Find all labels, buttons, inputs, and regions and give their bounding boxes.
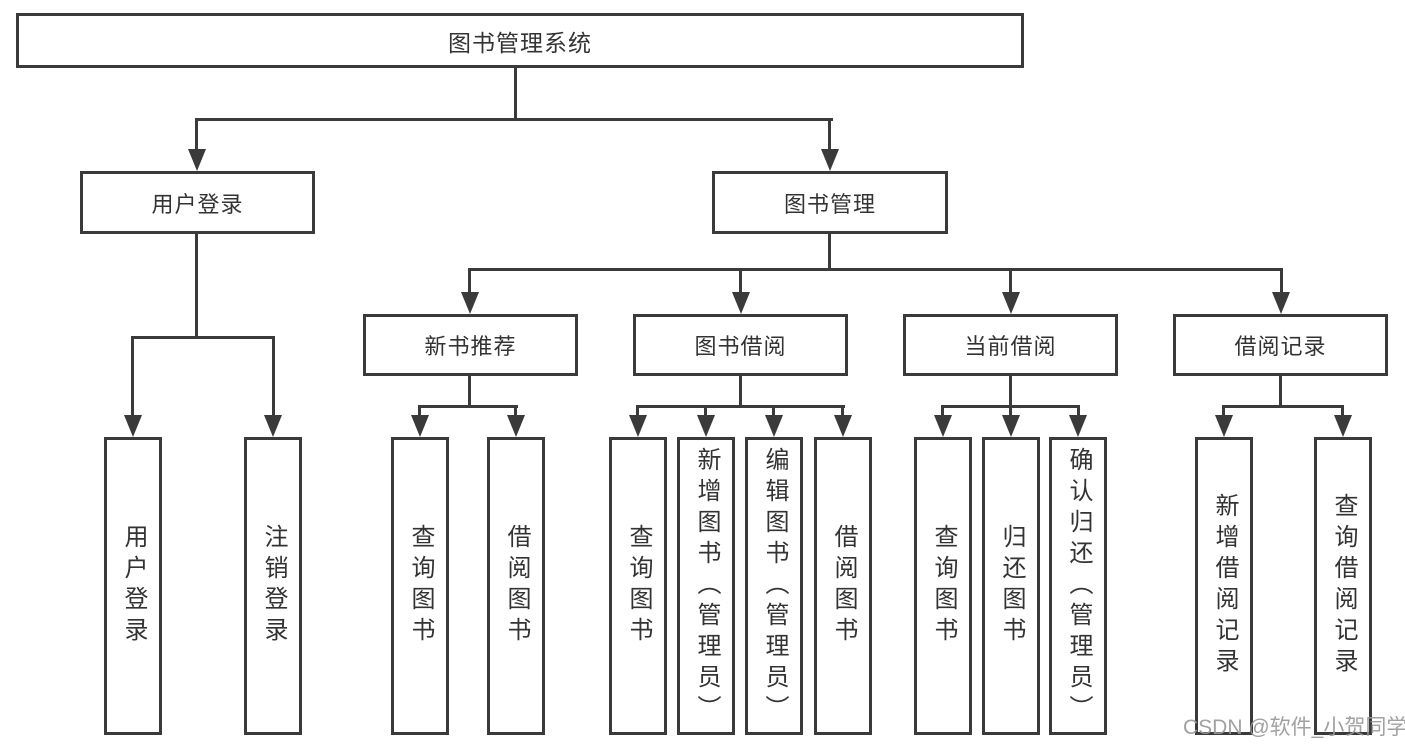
connector-line: [739, 268, 742, 296]
leaf-query-books-recommend: 查询图书: [391, 437, 449, 735]
csdn-watermark: CSDN @软件_小贺同学: [1183, 716, 1405, 739]
leaf-edit-books-admin: 编辑图书（管理员）: [745, 437, 803, 735]
connector-line: [1009, 405, 1012, 419]
node-label: 借阅记录: [1234, 334, 1327, 359]
connector-line: [1280, 268, 1283, 296]
arrow-down-icon: [934, 415, 952, 437]
arrow-down-icon: [124, 415, 142, 437]
node-label: 查询图书: [625, 524, 652, 648]
leaf-logout: 注销登录: [244, 437, 302, 735]
connector-line: [1279, 376, 1282, 405]
leaf-query-books-borrow: 查询图书: [609, 437, 667, 735]
node-current-borrow: 当前借阅: [903, 314, 1118, 376]
connector-line: [828, 234, 831, 268]
leaf-confirm-return-admin: 确认归还（管理员）: [1049, 437, 1107, 735]
connector-line: [195, 118, 198, 155]
arrow-down-icon: [1215, 415, 1233, 437]
node-label: 查询借阅记录: [1330, 493, 1357, 679]
leaf-add-books-admin: 新增图书（管理员）: [677, 437, 735, 735]
arrow-down-icon: [1002, 415, 1020, 437]
node-new-book-recommend: 新书推荐: [363, 314, 578, 376]
node-label: 新增借阅记录: [1211, 493, 1238, 679]
node-book-management: 图书管理: [712, 171, 948, 234]
connector-line: [272, 336, 275, 420]
node-user-login: 用户登录: [80, 171, 315, 234]
leaf-return-books: 归还图书: [982, 437, 1040, 735]
connector-line: [514, 68, 517, 118]
connector-line: [418, 405, 421, 419]
connector-line: [468, 268, 471, 296]
leaf-user-login: 用户登录: [104, 437, 162, 735]
connector-line: [828, 118, 831, 155]
node-label: 图书管理: [783, 191, 876, 217]
leaf-borrow-books-recommend: 借阅图书: [487, 437, 545, 735]
connector-line: [841, 405, 844, 419]
arrow-down-icon: [507, 415, 525, 437]
node-label: 查询图书: [930, 524, 957, 648]
connector-line: [1009, 376, 1012, 405]
arrow-down-icon: [697, 415, 715, 437]
arrow-down-icon: [411, 415, 429, 437]
connector-line: [131, 336, 134, 420]
arrow-down-icon: [1069, 415, 1087, 437]
node-label: 当前借阅: [964, 334, 1057, 359]
connector-line: [772, 405, 775, 419]
connector-line: [739, 376, 742, 405]
node-label: 查询图书: [407, 524, 434, 648]
connector-line: [468, 268, 1283, 271]
node-label: 新书推荐: [424, 334, 517, 359]
connector-line: [1077, 405, 1080, 419]
node-label: 注销登录: [260, 524, 287, 648]
node-label: 确认归还（管理员）: [1065, 446, 1092, 726]
node-label: 图书管理系统: [448, 29, 592, 56]
node-borrow-records: 借阅记录: [1173, 314, 1388, 376]
node-label: 用户登录: [120, 524, 147, 648]
node-label: 图书借阅: [694, 334, 787, 359]
leaf-query-books-current: 查询图书: [914, 437, 972, 735]
connector-line: [704, 405, 707, 419]
connector-line: [1222, 405, 1344, 408]
arrow-down-icon: [188, 149, 206, 171]
connector-line: [514, 405, 517, 419]
arrow-down-icon: [264, 415, 282, 437]
connector-line: [636, 405, 845, 408]
arrow-down-icon: [821, 149, 839, 171]
connector-line: [1009, 268, 1012, 296]
leaf-add-borrow-record: 新增借阅记录: [1195, 437, 1253, 735]
arrow-down-icon: [732, 292, 750, 314]
connector-line: [636, 405, 639, 419]
node-label: 用户登录: [151, 191, 244, 217]
connector-line: [941, 405, 944, 419]
arrow-down-icon: [765, 415, 783, 437]
arrow-down-icon: [629, 415, 647, 437]
node-library-management-system: 图书管理系统: [16, 13, 1024, 68]
connector-line: [1222, 405, 1225, 419]
node-label: 借阅图书: [830, 524, 857, 648]
leaf-borrow-books: 借阅图书: [814, 437, 872, 735]
node-book-borrow: 图书借阅: [633, 314, 848, 376]
arrow-down-icon: [1002, 292, 1020, 314]
connector-line: [418, 405, 518, 408]
arrow-down-icon: [461, 292, 479, 314]
connector-line: [131, 336, 275, 339]
arrow-down-icon: [1272, 292, 1290, 314]
node-label: 归还图书: [998, 524, 1025, 648]
connector-line: [195, 118, 833, 121]
node-label: 编辑图书（管理员）: [761, 446, 788, 726]
node-label: 借阅图书: [503, 524, 530, 648]
connector-line: [468, 376, 471, 405]
leaf-query-borrow-record: 查询借阅记录: [1314, 437, 1372, 735]
arrow-down-icon: [1334, 415, 1352, 437]
connector-line: [195, 234, 198, 336]
node-label: 新增图书（管理员）: [693, 446, 720, 726]
arrow-down-icon: [834, 415, 852, 437]
connector-line: [1341, 405, 1344, 419]
